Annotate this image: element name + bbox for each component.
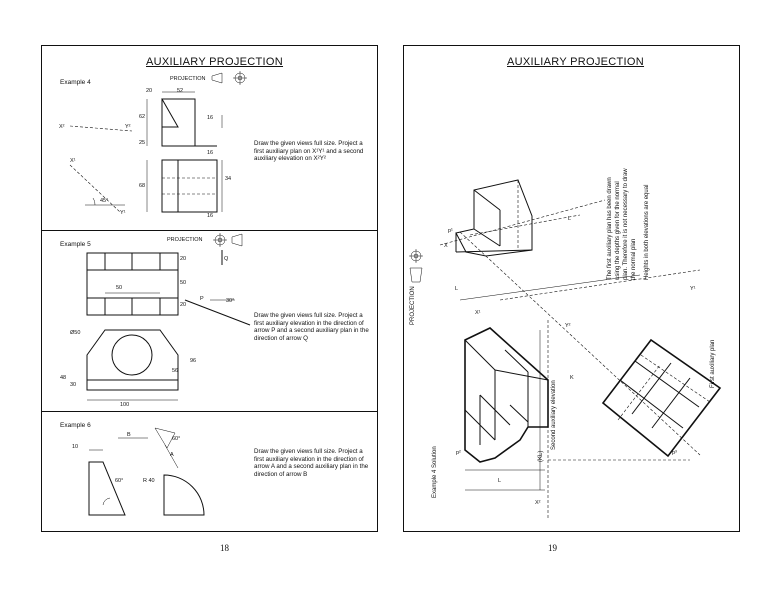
- dim-label: 52: [177, 88, 184, 94]
- dim-label: 10: [72, 444, 79, 450]
- example4-projection-label: PROJECTION: [170, 76, 206, 82]
- example5-label: Example 5: [60, 241, 91, 248]
- dim-label: 60°: [172, 436, 181, 442]
- dim-label: R 40: [143, 478, 155, 484]
- example6-instructions: Draw the given views full size. Project …: [254, 448, 369, 478]
- right-page-title: AUXILIARY PROJECTION: [507, 56, 645, 68]
- axis-label: Y¹: [120, 210, 126, 216]
- x1-label: X¹: [475, 310, 481, 316]
- p3-label: p³: [672, 450, 677, 456]
- left-page-number: 18: [220, 543, 229, 553]
- axis-label: X²: [59, 124, 65, 130]
- second-aux-elev-label: Second auxiliary elevation: [551, 380, 557, 450]
- dim-label: 60°: [115, 478, 124, 484]
- dim-label: 20: [180, 256, 187, 262]
- dim-label: 20: [180, 302, 187, 308]
- dim-label: 96: [190, 358, 197, 364]
- note-line: plan. Therefore it is not necessary to d…: [623, 168, 629, 280]
- first-aux-plan-label: First auxiliary plan: [710, 339, 716, 388]
- axis-label: X¹: [70, 158, 76, 164]
- dim-label: 25: [139, 140, 146, 146]
- example5-instructions: Draw the given views full size. Project …: [254, 312, 369, 342]
- angle-label: 30°: [226, 298, 235, 304]
- note-line: using the depths given for the normal: [615, 181, 621, 280]
- example4-instructions: Draw the given views full size. Project …: [254, 140, 364, 163]
- dim-label: 16: [207, 115, 214, 121]
- left-page-frame: [41, 45, 378, 532]
- right-page-number: 19: [548, 543, 557, 553]
- angle-label: 45°: [100, 198, 109, 204]
- left-page-title: AUXILIARY PROJECTION: [146, 56, 284, 68]
- dim-label: 50: [180, 280, 187, 286]
- y2-label: Y²: [565, 323, 571, 329]
- k-label: K: [570, 375, 574, 381]
- dim-label: A: [170, 452, 174, 458]
- dim-l-label: L: [498, 478, 502, 484]
- right-page-frame: [403, 45, 740, 532]
- dim-label: 48: [60, 375, 67, 381]
- l-label: L: [568, 216, 572, 222]
- example4-label: Example 4: [60, 79, 91, 86]
- x2-label: X²: [535, 500, 541, 506]
- example6-label: Example 6: [60, 422, 91, 429]
- dim-label: Ø50: [70, 330, 81, 336]
- dim-label: 62: [139, 114, 146, 120]
- axis-label: Y²: [125, 124, 131, 130]
- arrow-q-label: Q: [224, 256, 229, 262]
- dim-label: 68: [139, 183, 146, 189]
- note-line: The first auxiliary plan has been drawn: [607, 177, 613, 280]
- dim-label: 30: [70, 382, 77, 388]
- dim-label: 56: [172, 368, 179, 374]
- dim-label: 100: [120, 402, 130, 408]
- example-solution-label: Example 4 Solution: [432, 446, 438, 498]
- dim-label: 16: [207, 213, 214, 219]
- right-projection-label: PROJECTION: [410, 286, 416, 325]
- arrow-p-label: P: [200, 296, 204, 302]
- note-line: the normal plan: [631, 238, 637, 280]
- dim-label: 20: [146, 88, 153, 94]
- section-divider: [41, 230, 378, 231]
- note-line: Heights in both elevations are equal: [644, 184, 650, 280]
- dim-label: B: [127, 432, 131, 438]
- dim-label: 16: [207, 150, 214, 156]
- section-divider: [41, 411, 378, 412]
- kl-label: (KL): [538, 450, 544, 462]
- p1-label: p¹: [448, 228, 453, 234]
- example5-projection-label: PROJECTION: [167, 237, 203, 243]
- p2-label: p²: [456, 450, 461, 456]
- dim-label: 34: [225, 176, 232, 182]
- dim-l2-label: L: [455, 286, 459, 292]
- dim-label: 50: [116, 285, 123, 291]
- x-label: X: [444, 243, 448, 249]
- y1-label: Y¹: [690, 286, 696, 292]
